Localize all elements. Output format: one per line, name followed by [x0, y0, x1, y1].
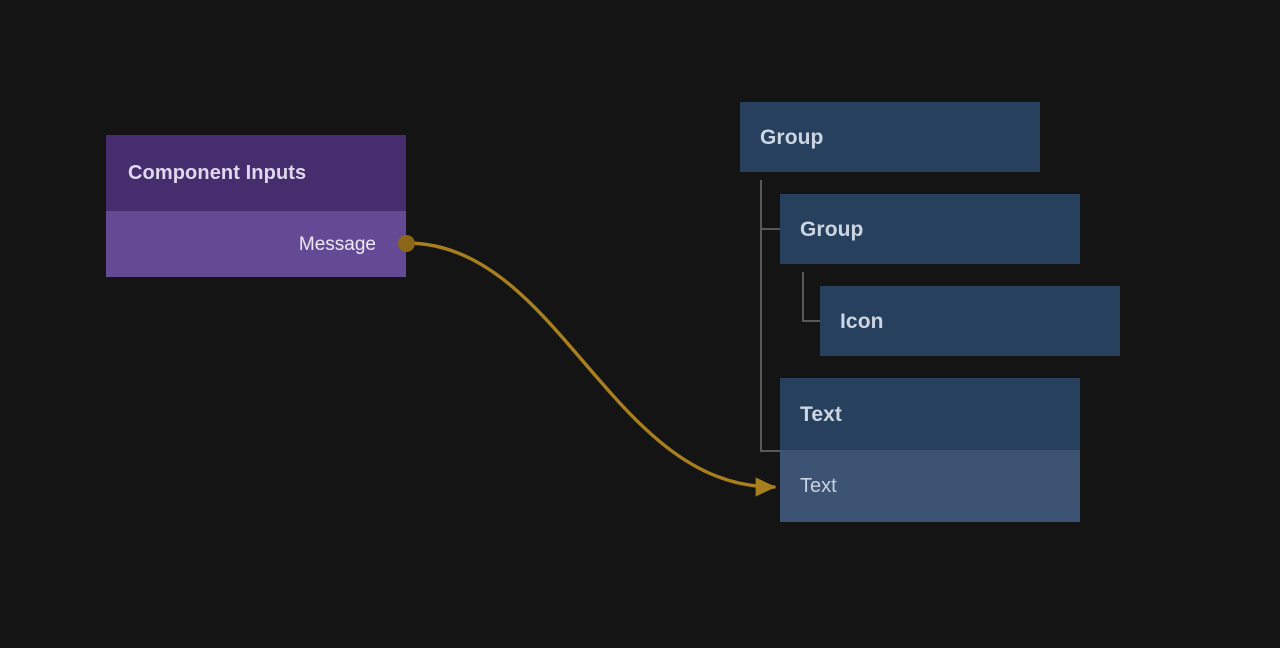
tree-node-text-header[interactable]: Text: [780, 378, 1080, 450]
output-port-row-message[interactable]: Message: [106, 211, 406, 277]
output-port-dot-message[interactable]: [398, 235, 415, 252]
tree-node-icon[interactable]: Icon: [820, 286, 1120, 356]
tree-connector-stub-group: [760, 228, 780, 230]
tree-node-text-label: Text: [800, 402, 843, 426]
tree-connector-stub-text: [760, 450, 780, 452]
tree-connector-inner-trunk: [802, 272, 804, 322]
tree-connector-stub-icon: [802, 320, 820, 322]
tree-node-group-root[interactable]: Group: [740, 102, 1040, 172]
tree-node-group-root-label: Group: [760, 125, 824, 149]
tree-node-text-body-label: Text: [800, 475, 837, 497]
tree-node-group-child-header[interactable]: Group: [780, 194, 1080, 264]
tree-connector-trunk: [760, 180, 762, 452]
component-inputs-header[interactable]: Component Inputs: [106, 135, 406, 211]
component-inputs-title: Component Inputs: [128, 162, 307, 184]
tree-node-icon-header[interactable]: Icon: [820, 286, 1120, 356]
tree-node-group-root-header[interactable]: Group: [740, 102, 1040, 172]
tree-node-text[interactable]: Text Text: [780, 378, 1080, 522]
tree-node-text-body[interactable]: Text: [780, 450, 1080, 522]
tree-node-group-child-label: Group: [800, 217, 864, 241]
tree-node-group-child[interactable]: Group: [780, 194, 1080, 264]
edge-message-to-text: [404, 241, 777, 497]
tree-node-icon-label: Icon: [840, 309, 884, 333]
output-port-label-message: Message: [298, 233, 376, 255]
component-inputs-node[interactable]: Component Inputs Message: [106, 135, 406, 277]
